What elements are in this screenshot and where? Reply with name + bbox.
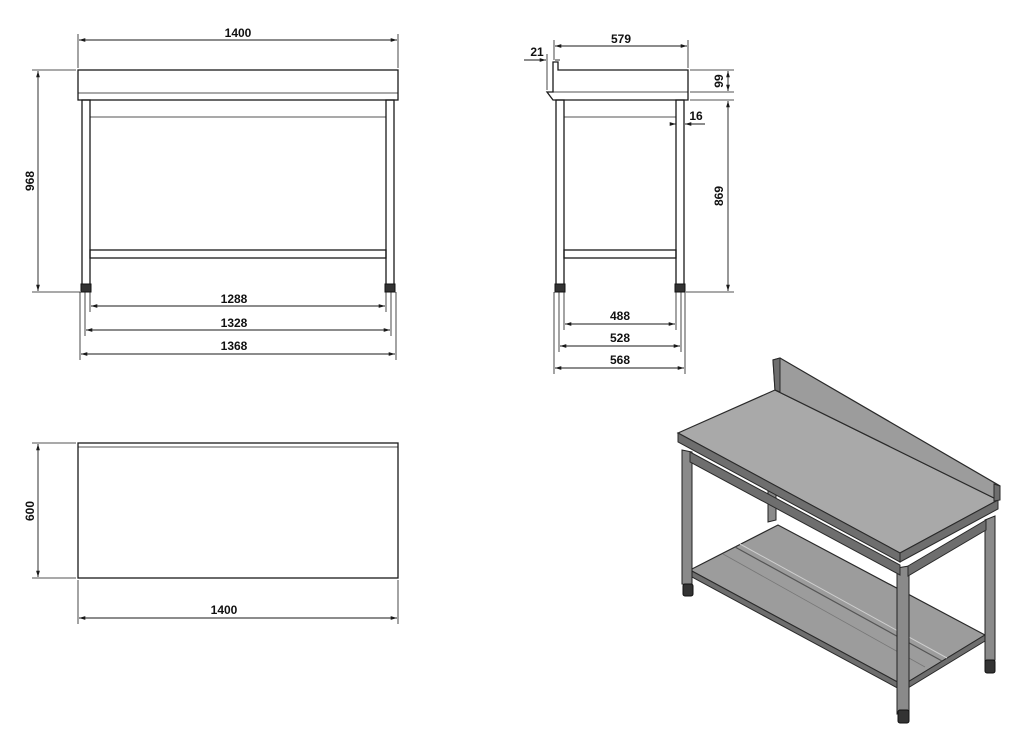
side-back-foot [674,283,686,293]
top-depth-label: 600 [23,501,37,521]
front-inner-1-label: 1288 [221,292,248,306]
front-inner-2-label: 1328 [221,316,248,330]
side-view: 579 21 99 16 869 488 528 568 [524,32,734,374]
side-inner-3-label: 568 [610,353,630,367]
front-top-slab [77,69,399,101]
side-overhang-label: 21 [530,45,544,59]
side-leg-offset-label: 16 [689,109,703,123]
top-view-outline [77,442,399,579]
side-height-label: 869 [712,186,726,206]
front-inner-3-label: 1368 [221,339,248,353]
top-width-label: 1400 [211,603,238,617]
side-backsplash-label: 99 [712,74,726,88]
iso-front-apron [689,451,901,576]
top-view: 600 1400 [23,442,399,624]
front-height-label: 968 [23,171,37,191]
side-inner-1-label: 488 [610,309,630,323]
iso-top-side-edge [899,499,999,563]
front-left-leg [81,99,91,287]
iso-foot-front-right [897,709,910,724]
side-lower-shelf [563,249,677,259]
iso-foot-back-right [984,659,996,674]
front-right-leg [385,99,395,287]
isometric-table-render [676,357,1001,724]
iso-front-right-leg [896,565,910,715]
front-lower-shelf [89,249,387,259]
side-back-leg [675,99,685,287]
iso-foot-front-left [682,583,694,597]
side-inner-2-label: 528 [610,331,630,345]
front-view: 1400 968 1288 1328 1368 [23,26,399,360]
side-front-foot [554,283,566,293]
side-depth-top-label: 579 [611,32,631,46]
front-left-foot [80,283,92,293]
side-front-leg [555,99,565,287]
iso-side-apron [907,519,987,577]
side-top-profile [545,61,689,101]
front-right-foot [384,283,396,293]
front-width-top-label: 1400 [225,26,252,40]
iso-front-left-leg [681,449,693,587]
